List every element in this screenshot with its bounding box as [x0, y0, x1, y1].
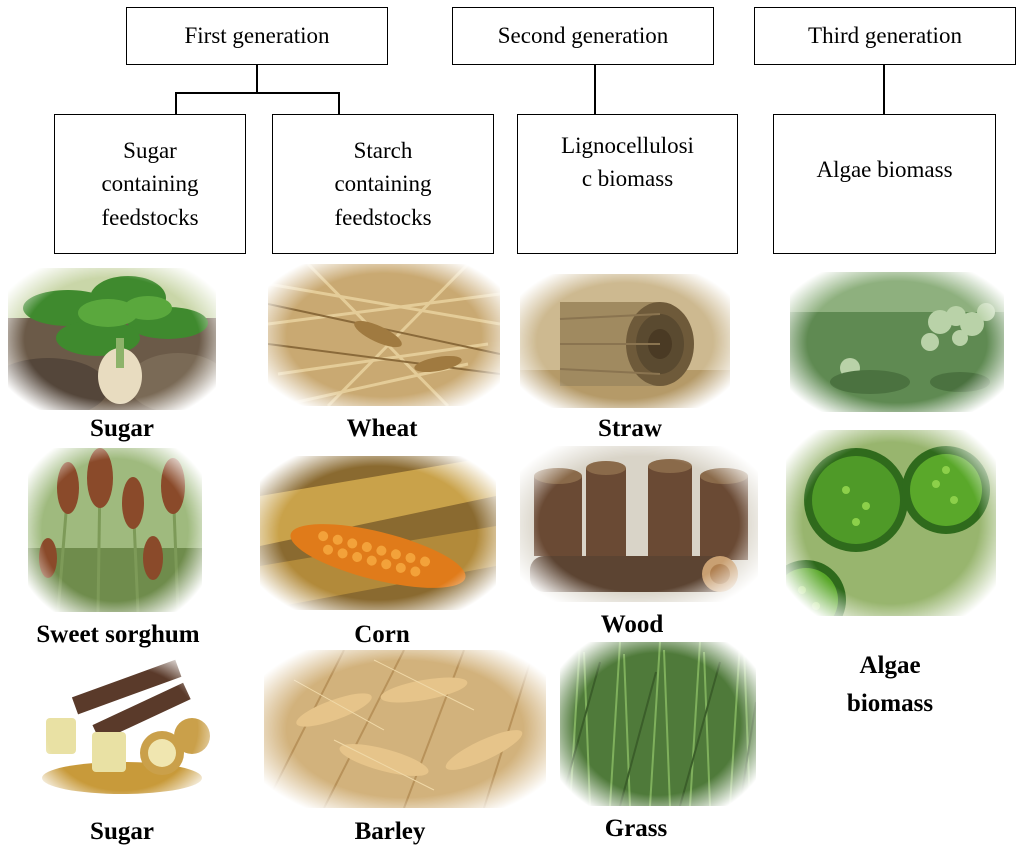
- caption-wood: Wood: [562, 606, 702, 644]
- wood-logs-photo: [520, 446, 758, 602]
- caption-sweet-sorghum: Sweet sorghum: [8, 616, 228, 654]
- corn-photo: [260, 456, 496, 610]
- wheat-photo: [268, 264, 500, 406]
- header-third-generation: Third generation: [754, 7, 1016, 65]
- caption-algae-line1: Algae: [820, 647, 960, 685]
- connector-first-right-drop: [338, 92, 340, 114]
- box-starch-line2: containing: [334, 167, 431, 200]
- header-first-generation-label: First generation: [185, 19, 330, 52]
- box-lignocellulosic-biomass: Lignocellulosi c biomass: [517, 114, 738, 254]
- box-starch-line3: feedstocks: [334, 201, 431, 234]
- connector-first-vertical: [256, 65, 258, 93]
- box-ligno-line2: c biomass: [561, 162, 694, 195]
- grass-photo: [560, 642, 756, 806]
- header-first-generation: First generation: [126, 7, 388, 65]
- connector-third-vertical: [883, 65, 885, 115]
- box-sugar-line3: feedstocks: [101, 201, 198, 234]
- caption-grass: Grass: [566, 810, 706, 848]
- algae-cells-photo: [786, 430, 996, 616]
- caption-algae-biomass: Algae biomass: [820, 647, 960, 722]
- caption-straw: Straw: [560, 410, 700, 448]
- caption-sugarcane: Sugar: [42, 813, 202, 851]
- sugar-beet-photo: [8, 268, 216, 410]
- box-algae-label: Algae biomass: [816, 153, 952, 186]
- barley-photo: [264, 650, 546, 808]
- header-second-generation: Second generation: [452, 7, 714, 65]
- box-sugar-line1: Sugar: [101, 134, 198, 167]
- caption-algae-line2: biomass: [820, 685, 960, 723]
- box-ligno-line1: Lignocellulosi: [561, 129, 694, 162]
- box-starch-feedstocks: Starch containing feedstocks: [272, 114, 494, 254]
- algae-surface-photo: [790, 272, 1004, 412]
- box-sugar-feedstocks: Sugar containing feedstocks: [54, 114, 246, 254]
- header-second-generation-label: Second generation: [498, 19, 669, 52]
- caption-sugar-beet: Sugar: [42, 410, 202, 448]
- caption-wheat: Wheat: [312, 410, 452, 448]
- box-algae-biomass: Algae biomass: [773, 114, 996, 254]
- box-sugar-line2: containing: [101, 167, 198, 200]
- connector-first-horizontal: [175, 92, 340, 94]
- sweet-sorghum-photo: [28, 448, 202, 612]
- sugarcane-photo: [32, 658, 212, 800]
- connector-first-left-drop: [175, 92, 177, 114]
- header-third-generation-label: Third generation: [808, 19, 962, 52]
- connector-second-vertical: [594, 65, 596, 115]
- straw-bale-photo: [520, 274, 730, 408]
- caption-corn: Corn: [312, 616, 452, 654]
- caption-barley: Barley: [320, 813, 460, 851]
- box-starch-line1: Starch: [334, 134, 431, 167]
